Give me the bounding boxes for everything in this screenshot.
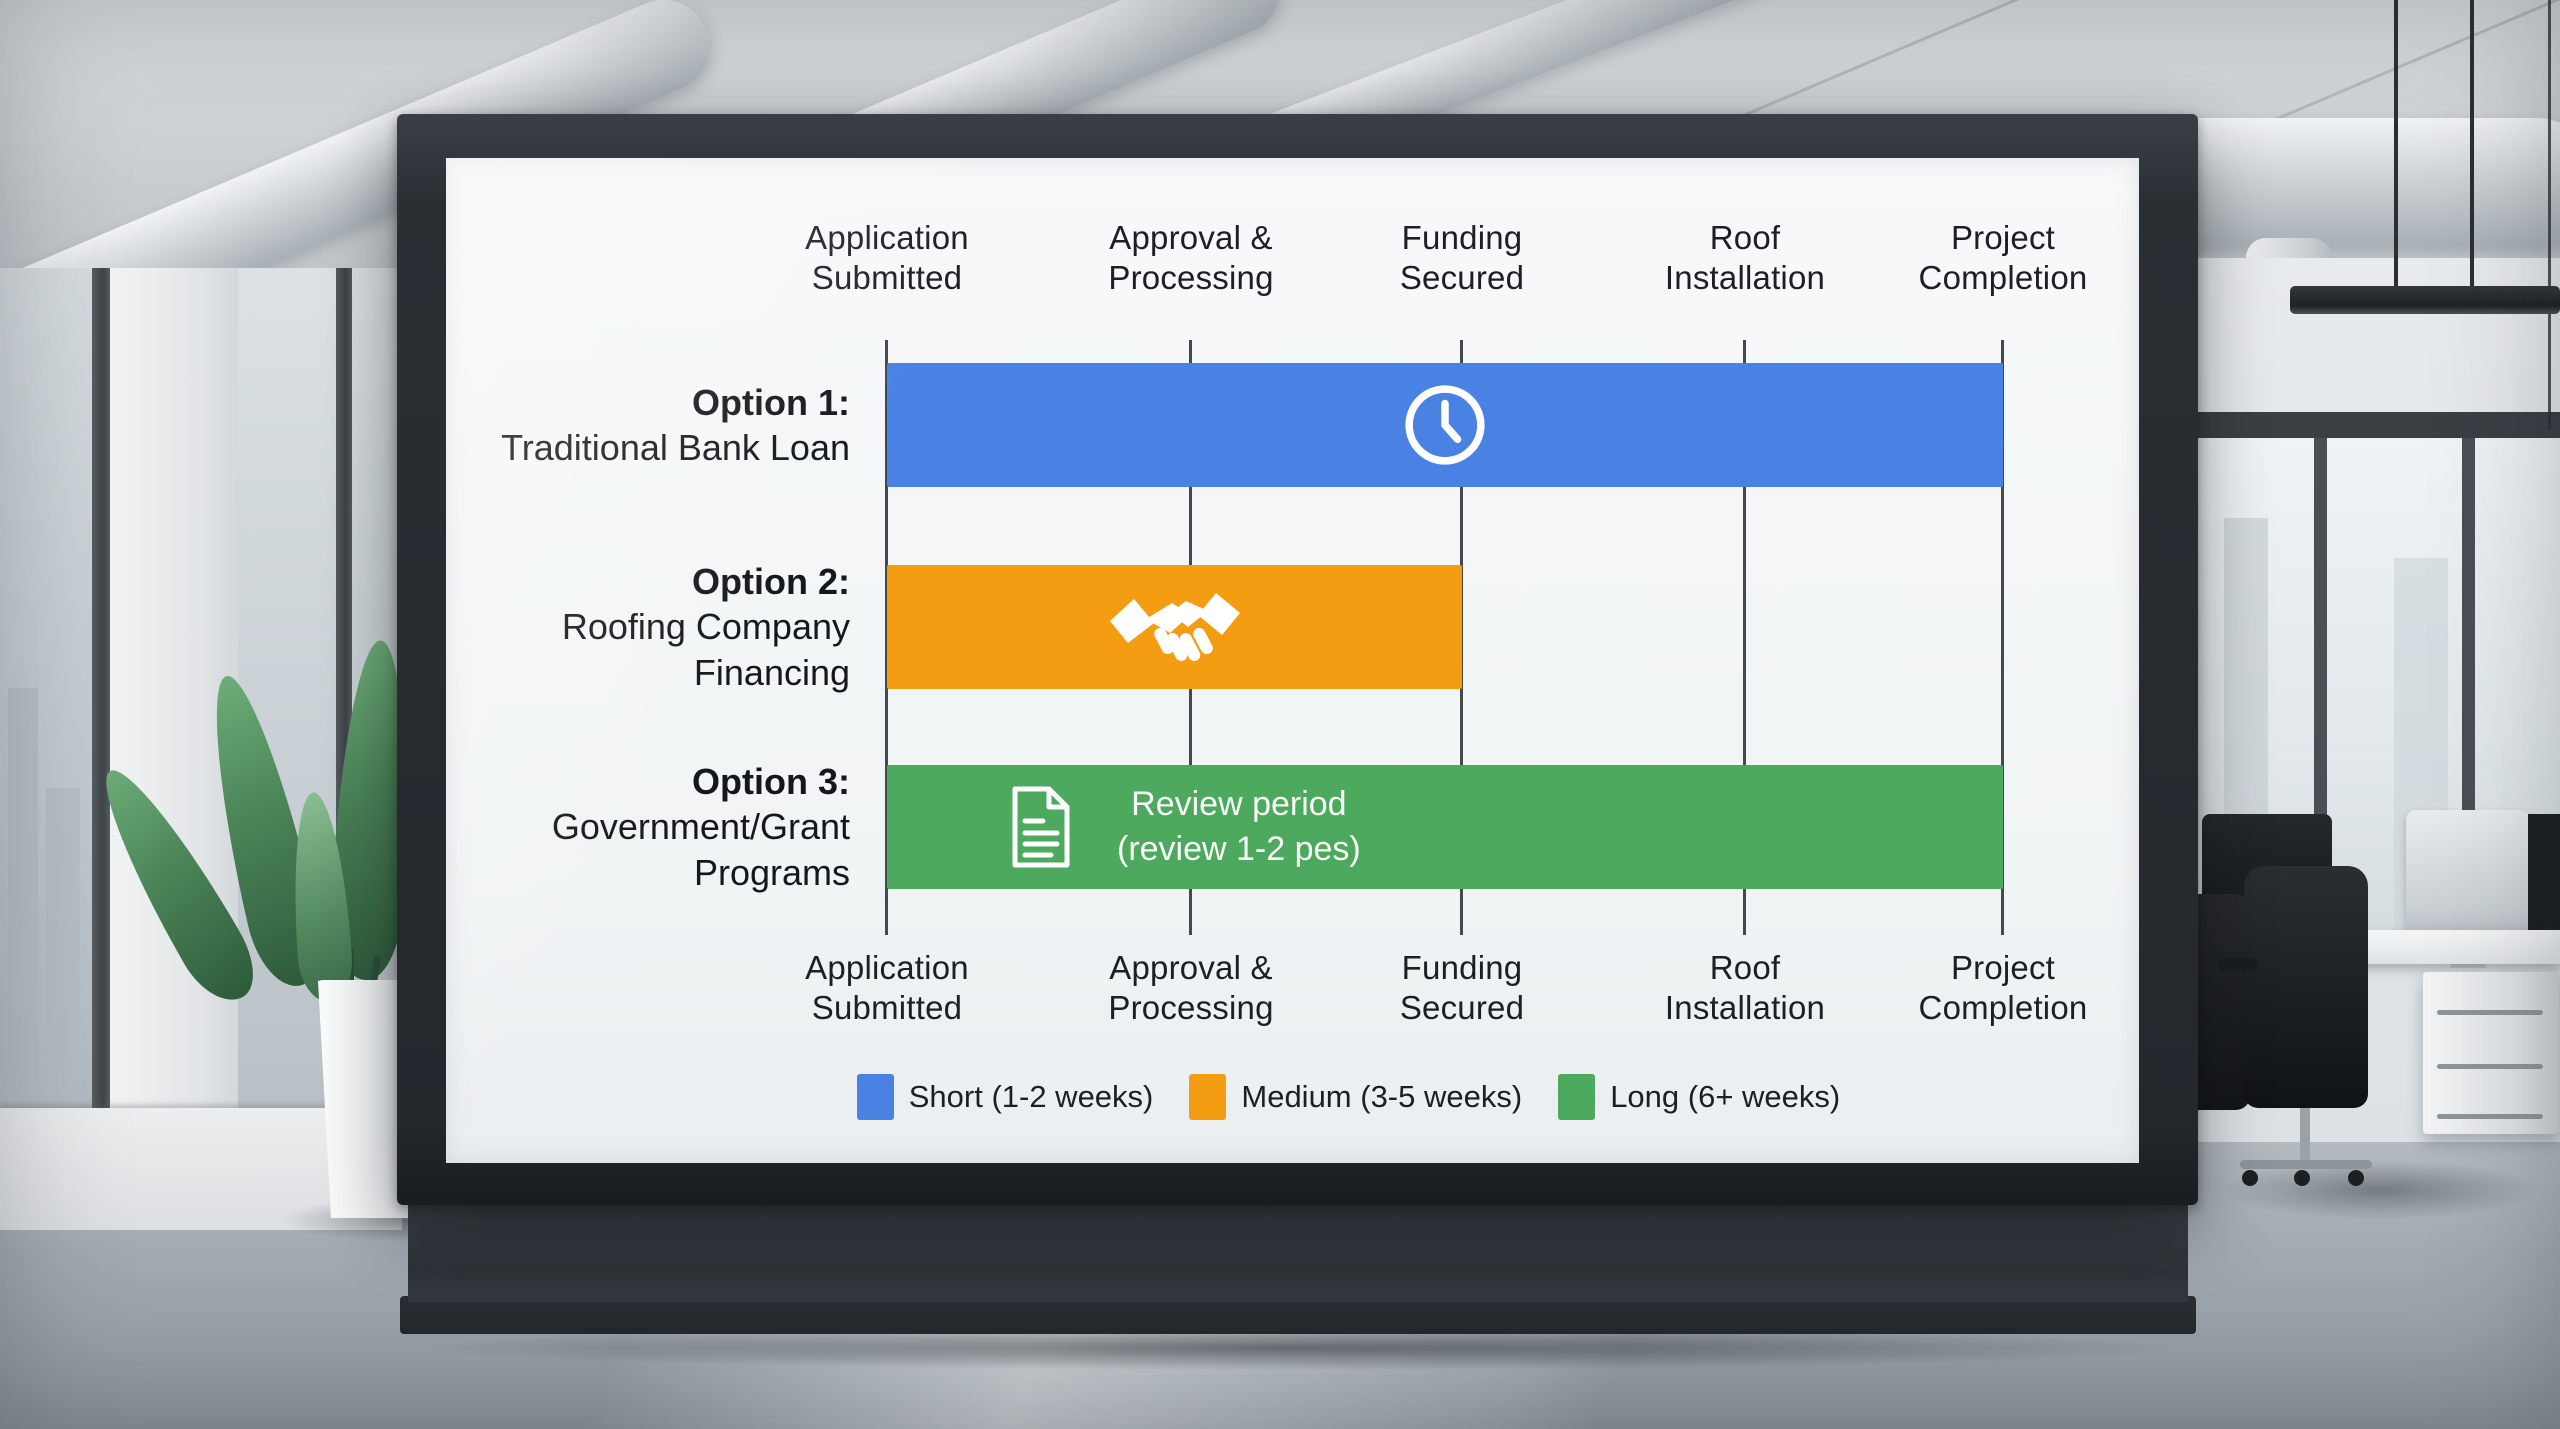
milestone-gridline [1743, 340, 1746, 935]
legend-swatch-blue [856, 1074, 894, 1120]
city-silhouette [8, 688, 38, 1108]
office-chair [2244, 866, 2368, 1108]
bar-option-2 [887, 565, 1462, 689]
chair-armrest [2218, 958, 2258, 972]
bar-option-3: Review period (review 1-2 pes) [887, 765, 2003, 889]
legend-swatch-green [1558, 1074, 1596, 1120]
board-pedestal [408, 1202, 2188, 1302]
white-monitor [2406, 810, 2530, 934]
glass-partition-frame [2198, 412, 2560, 438]
pendant-rod [2394, 0, 2398, 290]
legend-item-long: Long (6+ weeks) [1558, 1074, 1840, 1120]
drawer-handle [2437, 1010, 2543, 1015]
window-mullion [92, 268, 110, 1230]
row-label-option-1: Option 1: Traditional Bank Loan [501, 381, 850, 468]
legend: Short (1-2 weeks) Medium (3-5 weeks) Lon… [446, 1074, 2139, 1120]
legend-item-short: Short (1-2 weeks) [856, 1074, 1153, 1120]
pendant-rod [2470, 0, 2474, 290]
axis-label-top: Approval &Processing [1108, 219, 1274, 297]
wall-column [110, 268, 238, 1230]
drawer-cabinet [2423, 972, 2559, 1134]
chair-shadow [2220, 1160, 2540, 1220]
axis-label-bottom: Approval &Processing [1108, 949, 1274, 1027]
bar-annotation: Review period (review 1-2 pes) [1009, 782, 1361, 872]
milestone-gridline [885, 340, 888, 935]
chair-caster [2294, 1170, 2310, 1186]
milestone-gridline [2001, 340, 2004, 935]
pendant-light [2290, 286, 2560, 314]
legend-swatch-orange [1189, 1074, 1227, 1120]
chair-caster [2242, 1170, 2258, 1186]
chair-caster [2348, 1170, 2364, 1186]
clock-icon [1405, 385, 1485, 465]
window-mullion [2462, 438, 2475, 930]
document-icon [1012, 786, 1070, 868]
black-monitor [2528, 814, 2560, 938]
window-mullion [2314, 438, 2327, 930]
annotation-text: Review period (review 1-2 pes) [1117, 785, 1361, 868]
pendant-rod [2548, 0, 2551, 430]
legend-item-medium: Medium (3-5 weeks) [1189, 1074, 1522, 1120]
drawer-handle [2437, 1114, 2543, 1119]
chair-stem [2300, 1108, 2310, 1164]
chair-base [2240, 1160, 2372, 1169]
city-silhouette [46, 788, 80, 1108]
board-pedestal-base [400, 1296, 2196, 1334]
bar-option-1 [887, 363, 2003, 487]
right-office-area [2184, 258, 2560, 1186]
row-label-option-2: Option 2: Roofing Company Financing [561, 560, 850, 693]
handshake-icon [1109, 593, 1240, 661]
row-label-option-3: Option 3: Government/Grant Programs [551, 760, 850, 893]
drawer-handle [2437, 1064, 2543, 1069]
